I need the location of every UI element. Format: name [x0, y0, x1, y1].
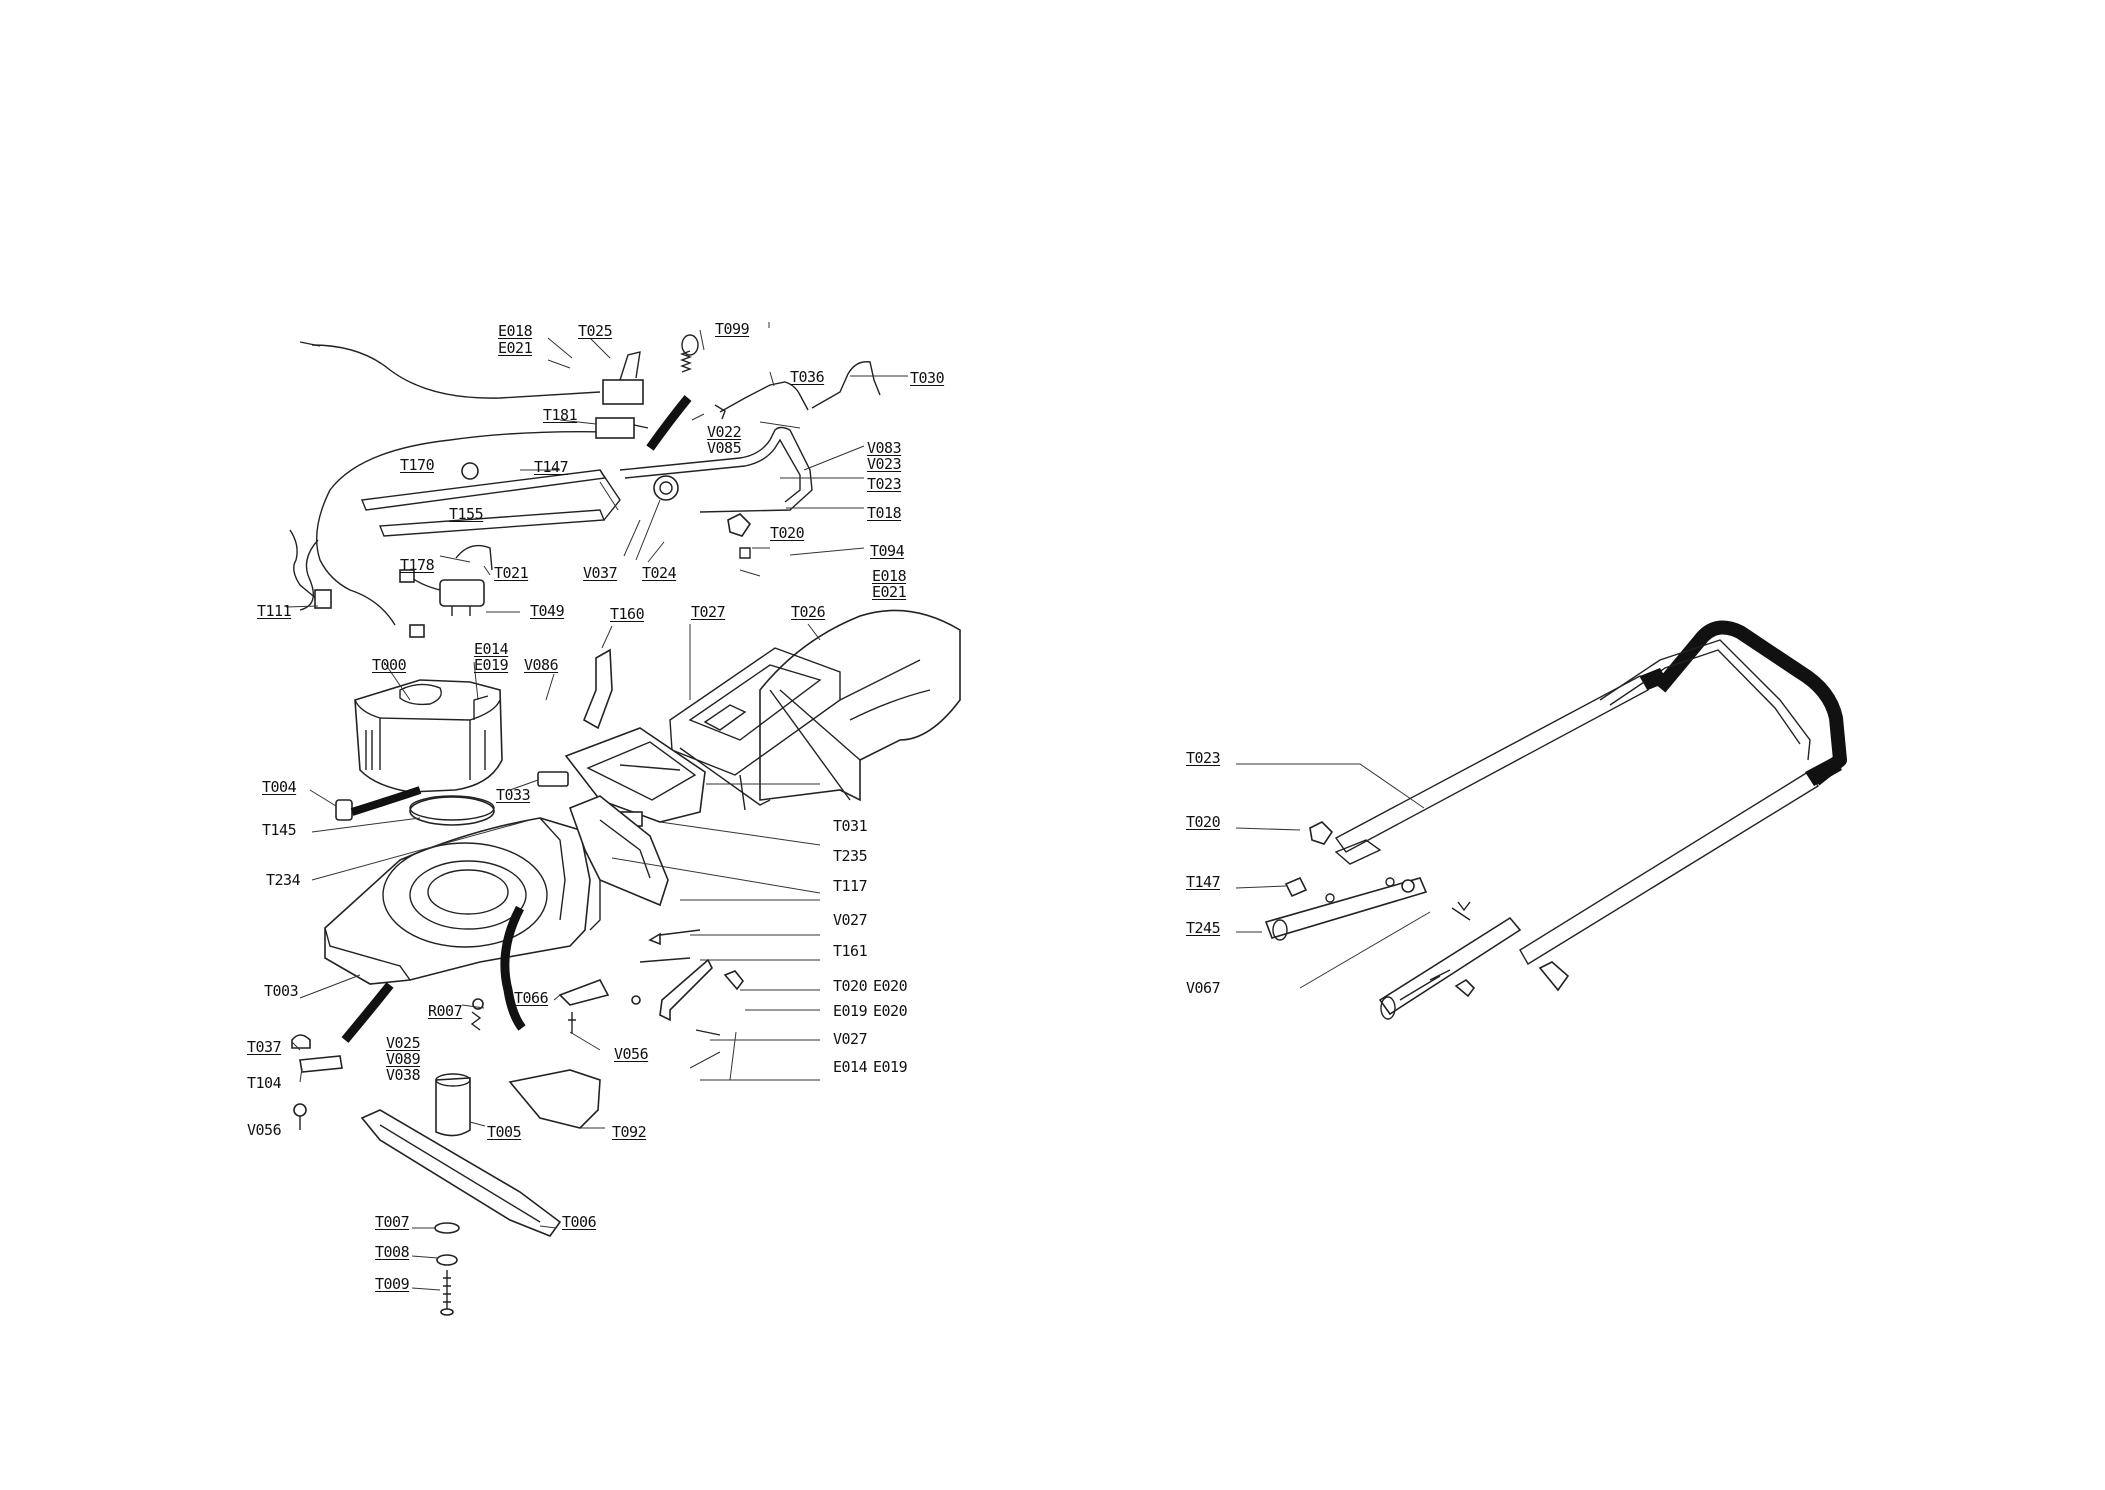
label-v027: V027	[833, 911, 868, 929]
label-r-t147: T147	[1186, 873, 1221, 891]
label-t111: T111	[257, 602, 292, 620]
label-t005: T005	[487, 1123, 522, 1141]
label-t025: T025	[578, 322, 613, 340]
label-r007: R007	[428, 1002, 463, 1020]
lever-block	[602, 379, 644, 405]
handle-tube-right	[1519, 771, 1820, 965]
switch-t111	[314, 589, 332, 609]
label-t160: T160	[610, 605, 645, 623]
lower-handle-bar	[361, 469, 607, 511]
label-e019: E019	[474, 656, 509, 674]
label-e014-b: E014	[833, 1058, 868, 1076]
label-v089: V089	[386, 1050, 421, 1068]
label-v086: V086	[524, 656, 559, 674]
label-t027: T027	[691, 603, 726, 621]
label-e018: E018	[498, 322, 533, 340]
label-e014: E014	[474, 640, 509, 658]
label-t145: T145	[262, 821, 297, 839]
coil-t049	[439, 579, 485, 607]
label-t009: T009	[375, 1275, 410, 1293]
label-t161: T161	[833, 942, 868, 960]
handle-tube-left	[1334, 675, 1649, 853]
label-r-t023: T023	[1186, 749, 1221, 767]
side-plate-t117	[568, 795, 669, 907]
label-t024: T024	[642, 564, 677, 582]
label-v023: V023	[867, 455, 902, 473]
label-v056: V056	[614, 1045, 649, 1063]
label-r-t245: T245	[1186, 919, 1221, 937]
label-e021-b: E021	[872, 583, 907, 601]
label-t181: T181	[543, 406, 578, 424]
label-t117: T117	[833, 877, 868, 895]
label-t008: T008	[375, 1243, 410, 1261]
label-t066: T066	[514, 989, 549, 1007]
label-t235: T235	[833, 847, 868, 865]
label-t023: T023	[867, 475, 902, 493]
label-t104: T104	[247, 1074, 282, 1092]
label-v083: V083	[867, 439, 902, 457]
handle-knob-t020	[1309, 821, 1334, 845]
label-t155: T155	[449, 505, 484, 523]
washer-t007	[434, 1222, 460, 1234]
label-t178: T178	[400, 556, 435, 574]
label-t020: T020	[770, 524, 805, 542]
label-t092: T092	[612, 1123, 647, 1141]
label-t006: T006	[562, 1213, 597, 1231]
knob-t024	[653, 475, 679, 501]
label-v037: V037	[583, 564, 618, 582]
bracket-t245	[1264, 877, 1428, 939]
label-t004: T004	[262, 778, 297, 796]
label-t147: T147	[534, 458, 569, 476]
label-t018: T018	[867, 504, 902, 522]
label-t033: T033	[496, 786, 531, 804]
control-cable	[315, 430, 611, 626]
blade-adapter-t005	[435, 1077, 471, 1137]
label-t094: T094	[870, 542, 905, 560]
belt-t145	[409, 796, 495, 826]
label-t030: T030	[910, 369, 945, 387]
black-sleeve-top	[646, 395, 692, 451]
handle-grip	[1654, 620, 1847, 786]
label-e018-b: E018	[872, 567, 907, 585]
label-e020-b: E020	[873, 1002, 908, 1020]
washer-t008	[436, 1254, 458, 1266]
label-v027-b: V027	[833, 1030, 868, 1048]
lever-block-t181	[595, 417, 635, 439]
throttle-cable	[311, 344, 601, 399]
label-v025: V025	[386, 1034, 421, 1052]
label-e020: E020	[873, 977, 908, 995]
label-t007: T007	[375, 1213, 410, 1231]
label-r-v067: V067	[1186, 979, 1221, 997]
label-r-t020: T020	[1186, 813, 1221, 831]
label-t026: T026	[791, 603, 826, 621]
rear-guard-t092	[508, 1069, 601, 1129]
label-v038: V038	[386, 1066, 421, 1084]
label-t021: T021	[494, 564, 529, 582]
label-t099: T099	[715, 320, 750, 338]
label-v056-b: V056	[247, 1121, 282, 1139]
wheel-bracket-t161	[659, 958, 713, 1022]
grass-bag-t026	[759, 609, 961, 802]
label-e019-b: E019	[833, 1002, 868, 1020]
label-t031: T031	[833, 817, 868, 835]
label-v085: V085	[707, 439, 742, 457]
label-e019-c: E019	[873, 1058, 908, 1076]
bracket-t160	[582, 648, 613, 730]
label-t234: T234	[266, 871, 301, 889]
label-t036: T036	[790, 368, 825, 386]
label-t170: T170	[400, 456, 435, 474]
label-t049: T049	[530, 602, 565, 620]
label-v022: V022	[707, 423, 742, 441]
label-t037: T037	[247, 1038, 282, 1056]
label-t000: T000	[372, 656, 407, 674]
label-e021: E021	[498, 339, 533, 357]
label-t003: T003	[264, 982, 299, 1000]
engine-t000	[354, 679, 503, 793]
label-t020-b: T020	[833, 977, 868, 995]
